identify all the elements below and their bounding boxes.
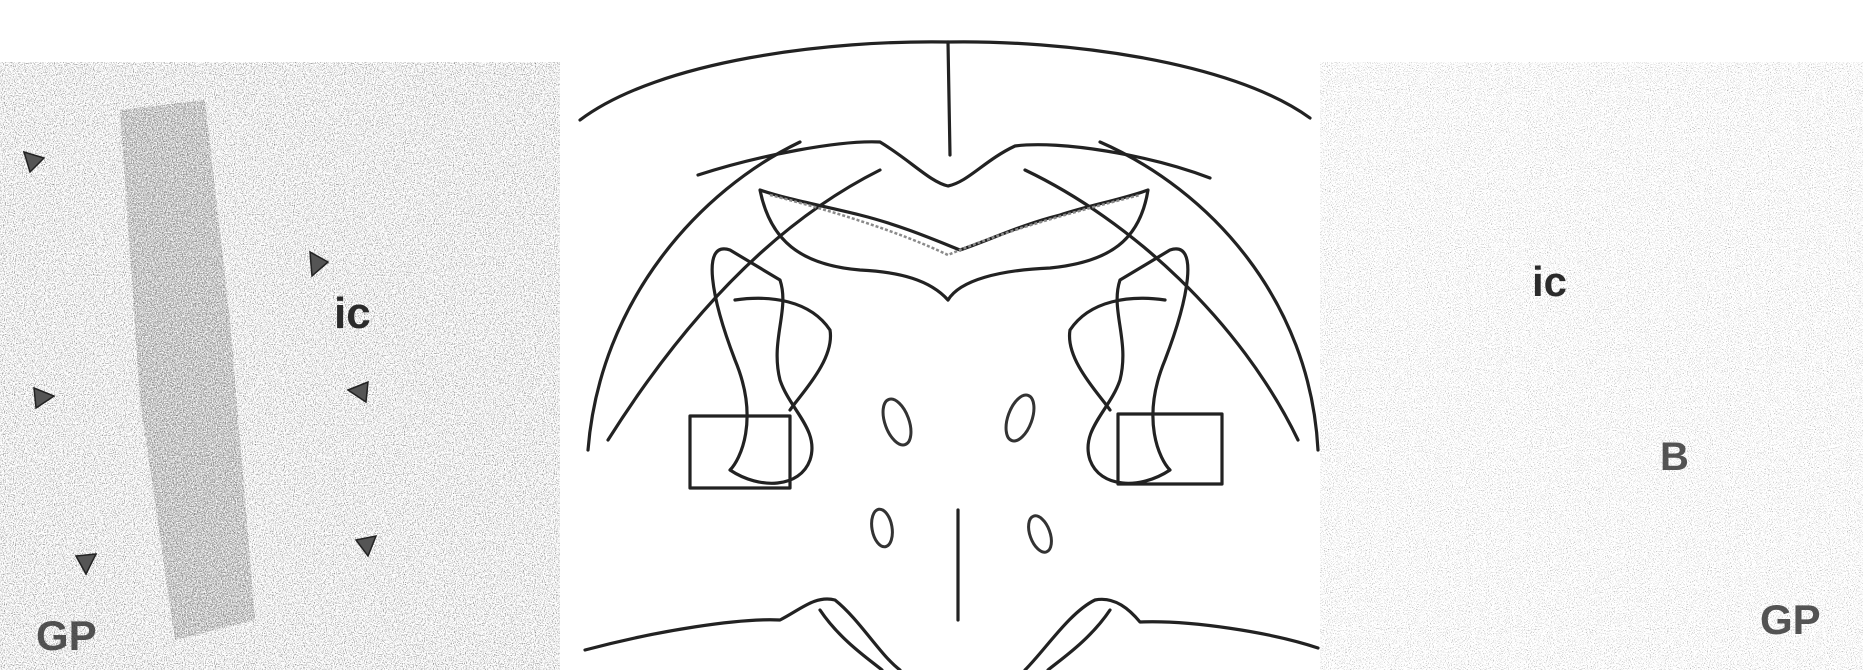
right-gp-label: GP (1760, 596, 1821, 643)
right-optic-tract (1048, 610, 1110, 670)
right-lateral-structure (1088, 249, 1188, 483)
left-upper-oval (878, 395, 917, 448)
midline-fissure (948, 42, 950, 155)
cortex-outline (580, 42, 1310, 120)
left-outer-arc (588, 142, 800, 450)
right-outer-arc (1100, 142, 1318, 450)
brain-schematic (580, 42, 1318, 670)
left-panel-grain (0, 62, 560, 670)
right-ic-label: ic (1532, 258, 1567, 305)
corpus-callosum-outline (698, 142, 1210, 186)
left-ic-label: ic (334, 289, 371, 338)
right-b-label: B (1660, 435, 1689, 479)
right-lower-oval (1024, 513, 1056, 556)
right-panel-grain (1320, 62, 1863, 670)
left-hippocampus-outline (760, 190, 1148, 300)
right-micrograph-panel: ic B GP (1320, 62, 1863, 670)
right-upper-oval (1001, 391, 1040, 444)
left-micrograph-panel: ic GP (0, 62, 560, 670)
ventral-outline (585, 599, 900, 670)
left-gp-label: GP (36, 612, 97, 659)
left-lower-oval (869, 508, 895, 549)
ventral-outline-right (1025, 599, 1318, 670)
right-sample-box (1118, 414, 1222, 484)
right-inner-arc (1025, 170, 1298, 440)
